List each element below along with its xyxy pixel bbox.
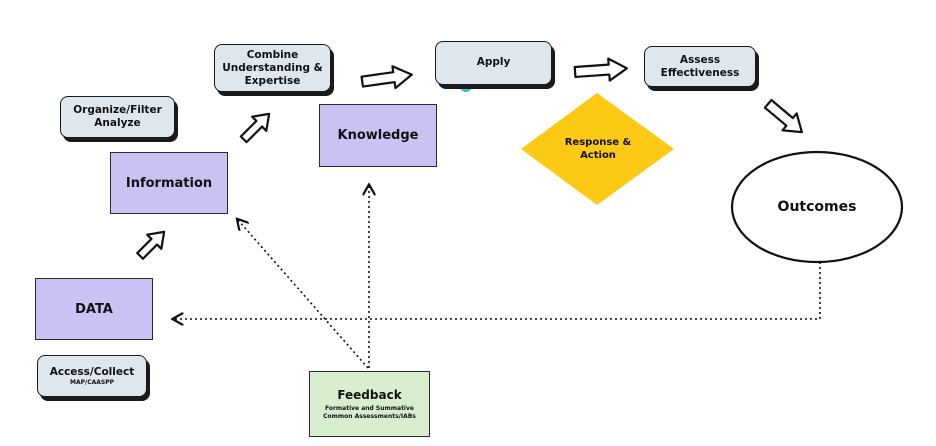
arrow-information-to-combine [239,112,271,144]
apply-label: Apply [476,56,511,68]
organize-card[interactable]: Organize/Filter Analyze [60,96,175,138]
access-title: Access/Collect [49,365,135,378]
feedback-box[interactable]: Feedback Formative and Summative Common … [309,371,430,437]
outcomes-label: Outcomes [777,199,857,215]
assess-card[interactable]: Assess Effectiveness [644,46,756,87]
response-diamond [521,93,674,205]
information-label: Information [125,175,213,191]
access-card[interactable]: Access/Collect MAP/CAASPP [37,355,147,397]
knowledge-box[interactable]: Knowledge [319,104,437,167]
outcomes-ellipse [730,150,904,264]
arrow-combine-to-apply [360,65,413,90]
apply-card[interactable]: Apply [435,41,552,85]
access-sub: MAP/CAASPP [69,378,114,386]
feedback-to-information-line [238,220,369,369]
organize-label: Organize/Filter Analyze [73,104,162,129]
data-box[interactable]: DATA [35,278,153,340]
arrow-apply-to-assess [573,57,629,82]
combine-card[interactable]: Combine Understanding & Expertise [214,44,331,92]
feedback-title: Feedback [337,388,402,402]
data-label: DATA [75,301,113,317]
combine-label: Combine Understanding & Expertise [222,48,323,87]
information-box[interactable]: Information [110,152,228,214]
arrow-assess-to-outcomes [763,98,803,134]
outcomes-label-wrap: Outcomes [740,194,894,220]
knowledge-label: Knowledge [337,128,419,143]
arrow-data-to-information [136,230,166,260]
feedback-sub: Formative and Summative Common Assessmen… [323,405,416,420]
response-label: Response & Action [564,137,632,161]
outcomes-to-data-line [174,262,821,319]
response-label-wrap: Response & Action [548,133,648,165]
assess-label: Assess Effectiveness [660,53,740,79]
